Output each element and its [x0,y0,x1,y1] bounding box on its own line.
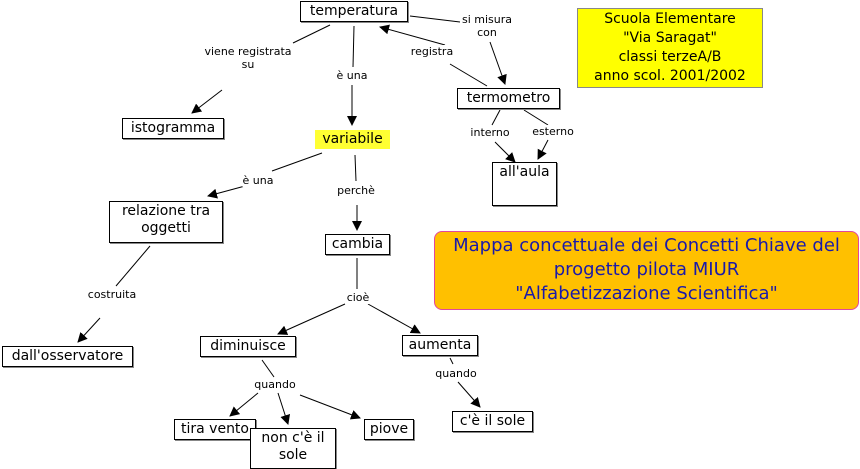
node-ce-il-sole[interactable]: c'è il sole [452,411,533,432]
link-line [354,154,357,182]
link-line [191,89,223,114]
link-e-una: è una [336,69,368,82]
node-istogramma[interactable]: istogramma [122,118,224,139]
link-cioe: cioè [346,291,370,304]
link-line [207,185,246,199]
link-line [299,394,361,420]
link-line [491,109,501,126]
link-line [494,141,516,163]
link-esterno: esterno [532,125,574,138]
node-diminuisce[interactable]: diminuisce [200,336,296,357]
link-line [379,24,446,46]
node-non-ce-il-sole[interactable]: non c'è il sole [250,428,336,469]
link-line [115,245,151,287]
link-viene-registrata-su: viene registrata su [204,45,292,71]
link-line [537,139,549,160]
link-line [367,303,421,334]
link-interno: interno [470,126,510,139]
link-quando-2: quando [435,367,477,380]
link-perche: perchè [337,184,375,197]
node-cambia[interactable]: cambia [325,234,390,255]
link-line [449,357,454,365]
node-relazione-tra-oggetti[interactable]: relazione tra oggetti [109,201,223,243]
link-si-misura-con: si misura con [461,13,513,39]
node-dall-osservatore[interactable]: dall'osservatore [2,346,133,367]
link-line [292,24,331,44]
link-line [271,152,323,172]
node-piove[interactable]: piove [364,419,414,440]
link-line [409,15,461,23]
link-line [277,303,346,335]
node-variabile[interactable]: variabile [315,130,390,149]
link-registra: registra [410,45,454,58]
link-line [261,359,275,378]
link-line [229,392,259,417]
node-termometro[interactable]: termometro [457,88,560,109]
node-all-aula[interactable]: all'aula [492,162,557,206]
link-line [277,392,290,425]
link-line [457,381,481,408]
link-line [352,25,355,68]
link-line [523,109,549,126]
link-line [449,63,488,87]
school-info-box: Scuola Elementare "Via Saragat" classi t… [577,8,763,88]
node-tira-vento[interactable]: tira vento [174,419,256,440]
node-temperatura[interactable]: temperatura [300,1,408,22]
node-aumenta[interactable]: aumenta [402,335,478,356]
link-line [489,41,507,85]
link-quando: quando [254,378,296,391]
map-title-box: Mappa concettuale dei Concetti Chiave de… [434,231,859,310]
link-costruita: costruita [87,288,137,301]
link-e-una-2: è una [242,174,274,187]
link-line [77,317,101,343]
